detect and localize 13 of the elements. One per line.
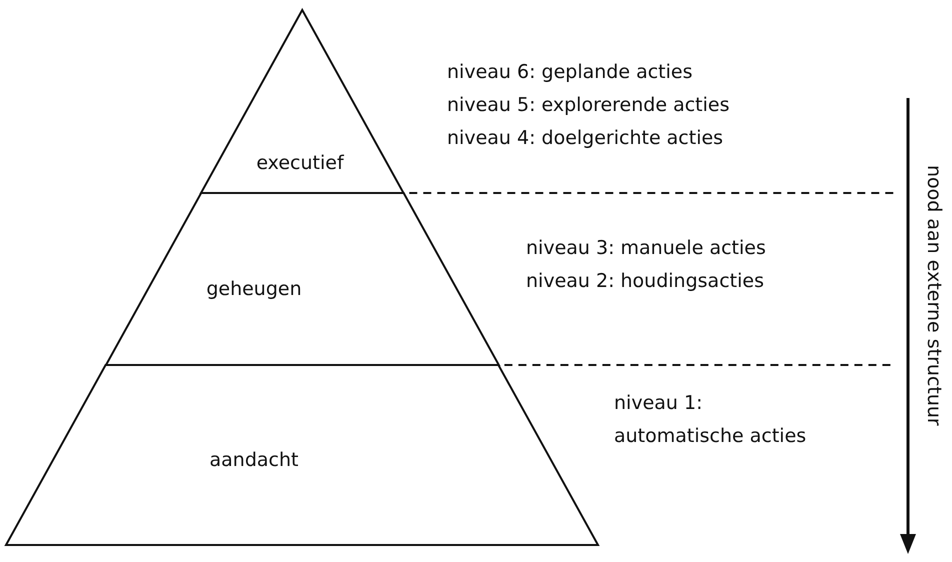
axis-label: nood aan externe structuur: [923, 165, 945, 426]
action-level-text: niveau 5: explorerende acties: [447, 93, 730, 118]
level-label: geheugen: [206, 278, 302, 300]
action-level-text: niveau 1: automatische acties: [614, 391, 808, 449]
level-label: executief: [256, 152, 344, 174]
action-level-text: niveau 4: doelgerichte acties: [447, 126, 724, 151]
level-label: aandacht: [210, 449, 298, 471]
pyramid-band: [6, 365, 598, 545]
action-level-text: niveau 2: houdingsacties: [526, 269, 765, 294]
pyramid-apex-segment: [200, 10, 404, 193]
action-level-text: niveau 6: geplande acties: [447, 60, 694, 85]
pyramid-band: [106, 193, 498, 365]
action-level-text: niveau 3: manuele acties: [526, 236, 767, 261]
